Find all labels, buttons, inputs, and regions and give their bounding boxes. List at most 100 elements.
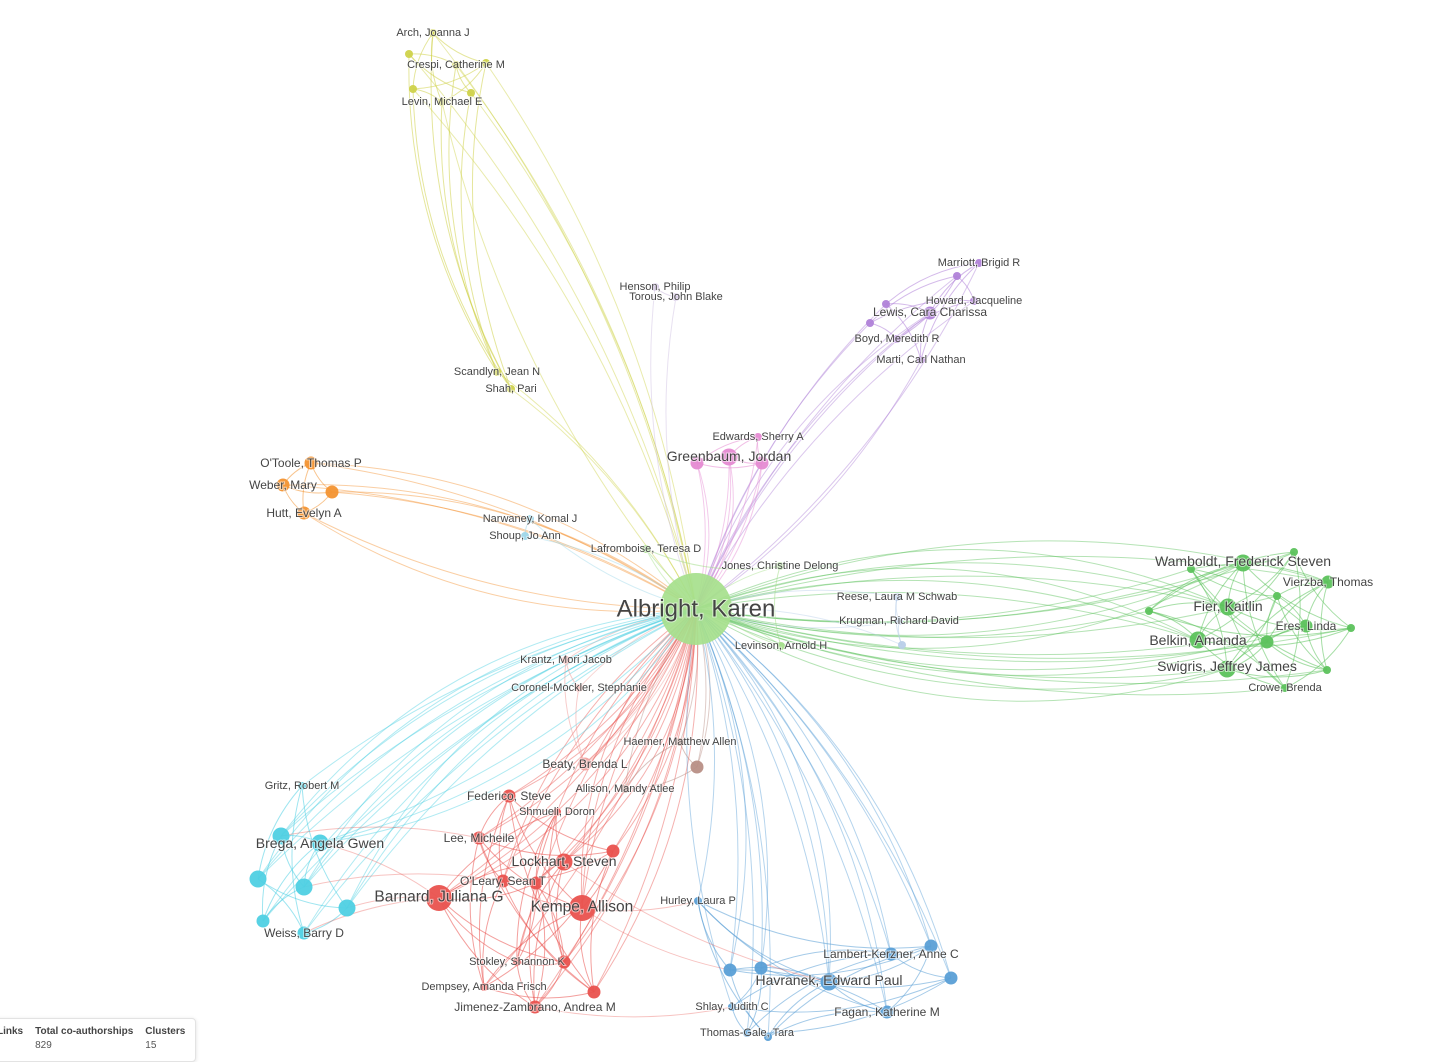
- edge-gritz-weiss: [291, 785, 305, 934]
- node-k_b[interactable]: [755, 456, 769, 470]
- node-wamboldt[interactable]: [1234, 554, 1252, 572]
- node-p_a[interactable]: [953, 272, 961, 280]
- node-lb_a[interactable]: [898, 641, 906, 649]
- node-federico[interactable]: [502, 789, 516, 803]
- node-belkin[interactable]: [1189, 631, 1207, 649]
- node-r_d[interactable]: [529, 876, 543, 890]
- node-g_d[interactable]: [1145, 607, 1153, 615]
- node-gritz[interactable]: [298, 782, 306, 790]
- node-b_d[interactable]: [944, 971, 958, 985]
- node-fier[interactable]: [1219, 598, 1237, 616]
- node-otoole[interactable]: [304, 456, 318, 470]
- node-p_c[interactable]: [866, 319, 874, 327]
- node-lockhart[interactable]: [555, 853, 573, 871]
- node-reese[interactable]: [893, 593, 901, 601]
- node-r_a[interactable]: [606, 844, 620, 858]
- node-g_b[interactable]: [1290, 548, 1298, 556]
- node-levin[interactable]: [438, 98, 446, 106]
- node-levinson[interactable]: [777, 642, 785, 650]
- node-o_a[interactable]: [325, 485, 339, 499]
- edge-jimenez-r_d: [534, 882, 546, 1008]
- node-g_c[interactable]: [1273, 592, 1281, 600]
- node-y_b[interactable]: [409, 85, 417, 93]
- node-marriott[interactable]: [975, 259, 983, 267]
- node-g_a[interactable]: [1187, 565, 1195, 573]
- node-crespi[interactable]: [452, 61, 460, 69]
- node-marti[interactable]: [917, 356, 925, 364]
- node-kempe[interactable]: [569, 895, 595, 921]
- node-c_c[interactable]: [295, 878, 313, 896]
- node-greenbaum[interactable]: [720, 448, 738, 466]
- edge-dempsey-r_c: [483, 986, 595, 999]
- node-allison[interactable]: [621, 785, 629, 793]
- node-b_a[interactable]: [723, 963, 737, 977]
- node-label-thomas: Thomas-Gale, Tara: [700, 1027, 795, 1039]
- node-thomas[interactable]: [743, 1029, 751, 1037]
- node-brega[interactable]: [311, 834, 329, 852]
- node-henson[interactable]: [651, 283, 659, 291]
- node-coronel[interactable]: [575, 684, 583, 692]
- node-boyd[interactable]: [893, 335, 901, 343]
- node-shmueli[interactable]: [553, 808, 561, 816]
- node-weber[interactable]: [276, 478, 290, 492]
- node-r_c[interactable]: [587, 985, 601, 999]
- node-beaty[interactable]: [578, 757, 592, 771]
- node-shlay[interactable]: [728, 1003, 736, 1011]
- node-narwaney[interactable]: [526, 515, 534, 523]
- edge-hurley-b_c: [697, 900, 932, 949]
- node-vierzba[interactable]: [1321, 575, 1335, 589]
- node-fagan[interactable]: [880, 1005, 894, 1019]
- node-eres[interactable]: [1299, 619, 1313, 633]
- node-lafromboise[interactable]: [642, 545, 650, 553]
- edge-albright-b_c: [695, 608, 932, 947]
- node-y_a[interactable]: [405, 50, 413, 58]
- node-scandlyn[interactable]: [493, 368, 501, 376]
- node-shoup[interactable]: [521, 532, 529, 540]
- node-arch[interactable]: [429, 29, 437, 37]
- node-havranek[interactable]: [820, 973, 838, 991]
- node-torous[interactable]: [672, 293, 680, 301]
- node-jones[interactable]: [776, 562, 784, 570]
- node-stokley[interactable]: [513, 958, 521, 966]
- node-c_e[interactable]: [256, 914, 270, 928]
- node-crowe[interactable]: [1281, 684, 1289, 692]
- node-lewis[interactable]: [923, 306, 937, 320]
- node-g_f[interactable]: [1347, 624, 1355, 632]
- node-c_a[interactable]: [272, 827, 290, 845]
- node-g_g[interactable]: [1323, 666, 1331, 674]
- node-haemer[interactable]: [676, 738, 684, 746]
- node-b_c[interactable]: [924, 939, 938, 953]
- node-label-wamboldt: Wamboldt, Frederick Steven: [1155, 553, 1331, 569]
- edge-shlay-b_d: [731, 977, 952, 1013]
- node-howard[interactable]: [970, 297, 978, 305]
- node-y_c[interactable]: [467, 89, 475, 97]
- node-br_a[interactable]: [690, 760, 704, 774]
- node-jimenez[interactable]: [528, 1000, 542, 1014]
- node-b_e[interactable]: [764, 1033, 772, 1041]
- node-hutt[interactable]: [297, 506, 311, 520]
- node-p_b[interactable]: [882, 300, 890, 308]
- node-c_d[interactable]: [338, 899, 356, 917]
- node-swigris[interactable]: [1218, 660, 1236, 678]
- node-lambert[interactable]: [884, 947, 898, 961]
- node-y_d[interactable]: [482, 59, 490, 67]
- node-hurley[interactable]: [694, 897, 702, 905]
- node-oleary[interactable]: [496, 874, 510, 888]
- node-k_a[interactable]: [690, 456, 704, 470]
- node-weiss[interactable]: [297, 926, 311, 940]
- node-dempsey[interactable]: [480, 983, 488, 991]
- node-lee[interactable]: [472, 831, 486, 845]
- node-shah[interactable]: [507, 385, 515, 393]
- edge-albright-r_d: [535, 608, 697, 884]
- node-label-coronel: Coronel-Mockler, Stephanie: [511, 682, 647, 694]
- node-b_b[interactable]: [754, 961, 768, 975]
- node-krantz[interactable]: [562, 656, 570, 664]
- node-krugman[interactable]: [895, 617, 903, 625]
- node-barnard[interactable]: [426, 885, 452, 911]
- node-edwards[interactable]: [754, 433, 762, 441]
- node-c_b[interactable]: [249, 870, 267, 888]
- node-albright[interactable]: [660, 573, 732, 645]
- node-g_e[interactable]: [1260, 635, 1274, 649]
- node-r_b[interactable]: [557, 955, 571, 969]
